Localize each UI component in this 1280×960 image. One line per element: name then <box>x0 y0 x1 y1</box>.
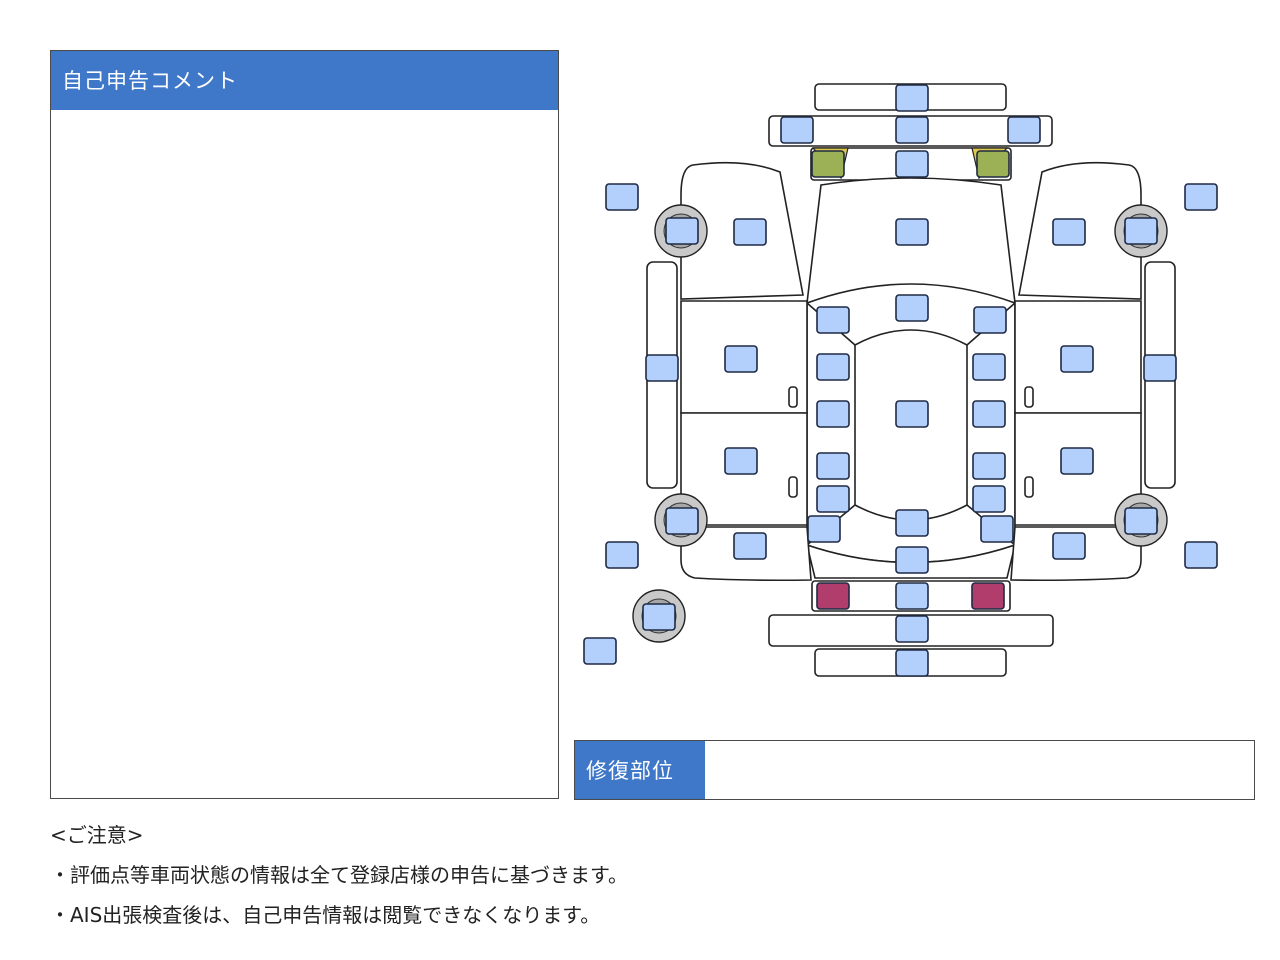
marker-right-rear-fender[interactable] <box>1052 532 1086 560</box>
marker-right-a-pillar[interactable] <box>973 306 1007 334</box>
self-report-comment-panel: 自己申告コメント <box>50 50 559 799</box>
marker-right-b-pillar[interactable] <box>972 400 1006 428</box>
repair-section: 修復部位 <box>574 740 1255 800</box>
marker-spare-wheel[interactable] <box>642 603 676 631</box>
marker-right-c-pillar[interactable] <box>972 485 1006 513</box>
marker-right-front-outer[interactable] <box>1184 183 1218 211</box>
vehicle-diagram-svg <box>583 83 1218 677</box>
marker-trunk[interactable] <box>895 546 929 574</box>
right-rear-handle <box>1024 476 1034 498</box>
marker-left-b-pillar[interactable] <box>816 400 850 428</box>
marker-left-taillight[interactable] <box>816 582 850 610</box>
marker-right-roof-rail-rear[interactable] <box>972 452 1006 480</box>
marker-left-rear-quarter[interactable] <box>807 515 841 543</box>
marker-right-taillight[interactable] <box>971 582 1005 610</box>
marker-grille[interactable] <box>895 150 929 178</box>
left-front-handle <box>788 386 798 408</box>
marker-left-a-pillar[interactable] <box>816 306 850 334</box>
notes-heading: <ご注意> <box>50 823 144 847</box>
marker-left-front-door[interactable] <box>724 345 758 373</box>
marker-front-bumper-upper[interactable] <box>895 84 929 112</box>
marker-right-rear-wheel[interactable] <box>1124 507 1158 535</box>
marker-right-front-wheel[interactable] <box>1124 217 1158 245</box>
repair-label: 修復部位 <box>575 741 705 799</box>
self-report-comment-body <box>51 110 558 798</box>
marker-left-c-pillar[interactable] <box>816 485 850 513</box>
marker-left-roof-rail-front[interactable] <box>816 353 850 381</box>
marker-roof[interactable] <box>895 400 929 428</box>
note-item-2: ・AIS出張検査後は、自己申告情報は閲覧できなくなります。 <box>50 903 601 927</box>
marker-left-rear-wheel[interactable] <box>665 507 699 535</box>
marker-rear-bumper[interactable] <box>895 615 929 643</box>
marker-front-bumper-right[interactable] <box>1007 116 1041 144</box>
left-rear-handle <box>788 476 798 498</box>
marker-spare-outer[interactable] <box>583 637 617 665</box>
marker-front-bumper-center[interactable] <box>895 116 929 144</box>
marker-left-rear-door[interactable] <box>724 447 758 475</box>
marker-right-rear-outer[interactable] <box>1184 541 1218 569</box>
marker-right-rear-door[interactable] <box>1060 447 1094 475</box>
marker-left-headlight[interactable] <box>811 150 845 178</box>
marker-rear-glass[interactable] <box>895 509 929 537</box>
marker-right-front-door[interactable] <box>1060 345 1094 373</box>
marker-right-roof-rail-front[interactable] <box>972 353 1006 381</box>
marker-rear-bumper-lower[interactable] <box>895 649 929 677</box>
marker-right-sill[interactable] <box>1143 354 1177 382</box>
marker-left-rear-fender[interactable] <box>733 532 767 560</box>
marker-right-rear-quarter[interactable] <box>980 515 1014 543</box>
notes-section: <ご注意> ・評価点等車両状態の情報は全て登録店様の申告に基づきます。 ・AIS… <box>50 815 628 935</box>
note-item-1: ・評価点等車両状態の情報は全て登録店様の申告に基づきます。 <box>50 863 628 887</box>
marker-left-sill[interactable] <box>645 354 679 382</box>
marker-front-bumper-left[interactable] <box>780 116 814 144</box>
vehicle-damage-diagram <box>575 75 1255 695</box>
right-front-handle <box>1024 386 1034 408</box>
marker-left-front-wheel[interactable] <box>665 217 699 245</box>
marker-rear-panel[interactable] <box>895 582 929 610</box>
marker-windshield[interactable] <box>895 294 929 322</box>
marker-right-headlight[interactable] <box>976 150 1010 178</box>
repair-value <box>705 741 1254 799</box>
marker-hood[interactable] <box>895 218 929 246</box>
marker-left-front-fender[interactable] <box>733 218 767 246</box>
marker-right-front-fender[interactable] <box>1052 218 1086 246</box>
marker-left-rear-outer[interactable] <box>605 541 639 569</box>
self-report-comment-title: 自己申告コメント <box>51 51 558 110</box>
marker-left-front-outer[interactable] <box>605 183 639 211</box>
marker-left-roof-rail-rear[interactable] <box>816 452 850 480</box>
